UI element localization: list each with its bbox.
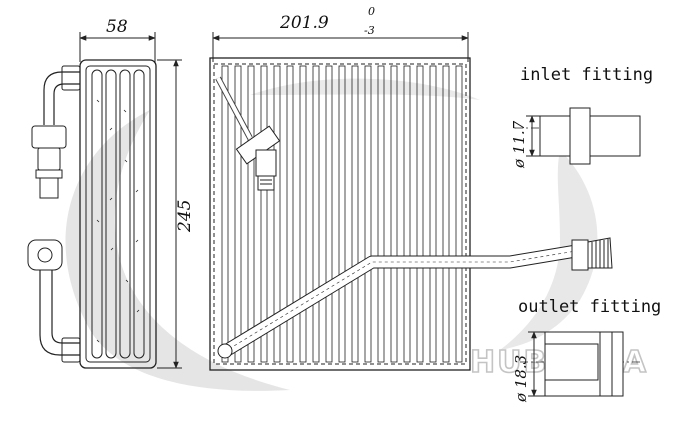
fin-tube bbox=[338, 65, 346, 363]
side-inlet-nut bbox=[31, 125, 67, 149]
fin-tube bbox=[260, 65, 268, 363]
fin-tube bbox=[273, 65, 281, 363]
front-width-tolerance-lower: -3 bbox=[364, 24, 375, 37]
fin-tube bbox=[286, 65, 294, 363]
side-body bbox=[79, 59, 157, 369]
front-width-tolerance-upper: 0 bbox=[368, 5, 375, 18]
side-tubes bbox=[91, 69, 145, 359]
inlet-fitting-detail bbox=[515, 107, 641, 165]
fin-tube bbox=[455, 65, 463, 363]
inlet-diameter-value: ø 11.7 bbox=[510, 120, 528, 169]
fin-tube bbox=[312, 65, 320, 363]
fin-tube bbox=[390, 65, 398, 363]
front-fins bbox=[221, 65, 463, 363]
fin-tube bbox=[351, 65, 359, 363]
fin-tube bbox=[429, 65, 437, 363]
fin-tube bbox=[403, 65, 411, 363]
height-value: 245 bbox=[175, 200, 195, 233]
front-inlet-pipe bbox=[215, 76, 281, 191]
front-outlet-pipe bbox=[217, 237, 613, 359]
outlet-fitting-label: outlet fitting bbox=[518, 297, 661, 317]
fin-tube bbox=[325, 65, 333, 363]
side-view bbox=[27, 32, 182, 369]
side-speckles bbox=[96, 99, 140, 343]
side-outlet-nut bbox=[27, 239, 63, 271]
fin-tube bbox=[221, 65, 229, 363]
outlet-fitting-detail bbox=[520, 331, 640, 397]
fin-tube bbox=[299, 65, 307, 363]
fin-tube bbox=[416, 65, 424, 363]
inlet-fitting-label: inlet fitting bbox=[520, 65, 653, 85]
front-width-value: 201.9 bbox=[279, 13, 329, 33]
fin-tube bbox=[234, 65, 242, 363]
fin-tube bbox=[364, 65, 372, 363]
front-frame bbox=[209, 57, 471, 371]
outlet-diameter-value: ø 18.3 bbox=[512, 355, 530, 403]
fin-tube bbox=[442, 65, 450, 363]
front-view bbox=[209, 32, 613, 371]
fin-tube bbox=[377, 65, 385, 363]
side-width-value: 58 bbox=[106, 17, 128, 37]
fin-tube bbox=[247, 65, 255, 363]
